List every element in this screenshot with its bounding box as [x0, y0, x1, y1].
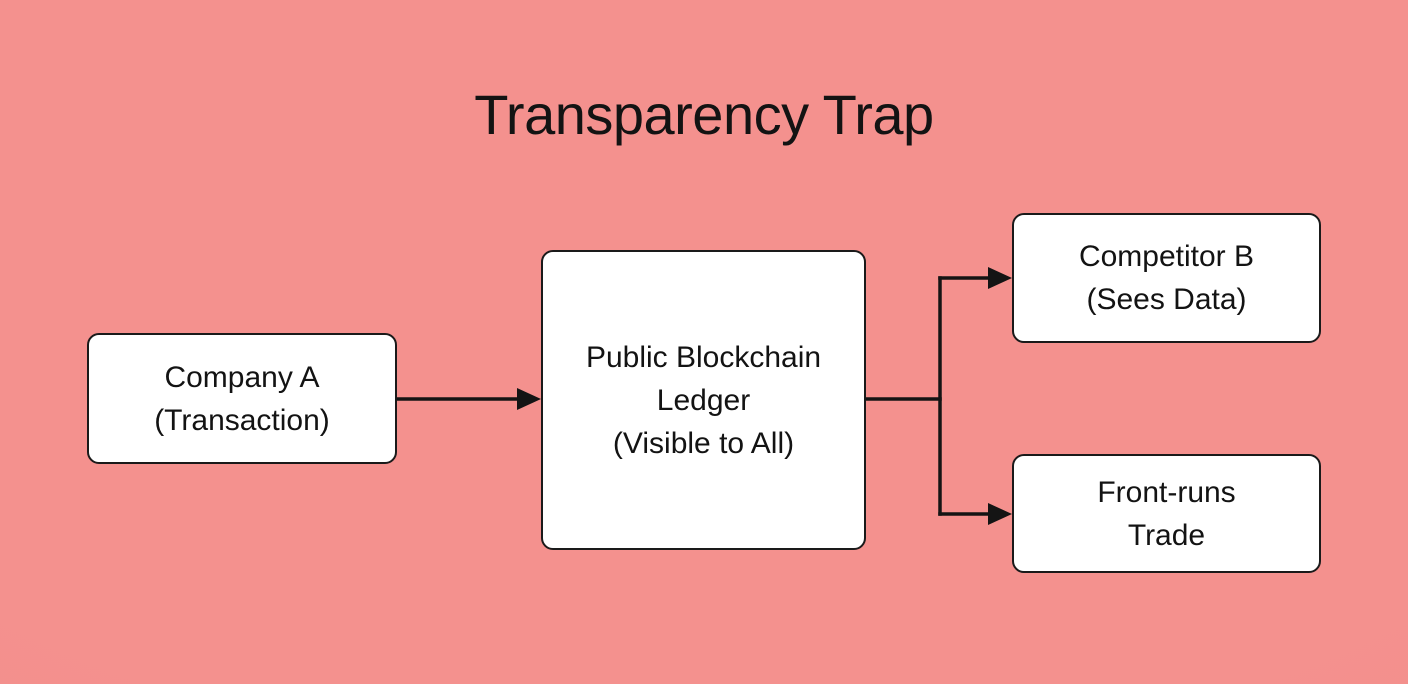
- node-competitor-b: Competitor B (Sees Data): [1012, 213, 1321, 343]
- node-front-runs-trade: Front-runs Trade: [1012, 454, 1321, 573]
- diagram-title: Transparency Trap: [474, 83, 934, 146]
- edge-ledger-to-front-runs: [938, 503, 1012, 525]
- node-public-blockchain-ledger-label: Public Blockchain Ledger (Visible to All…: [585, 340, 822, 460]
- node-public-blockchain-ledger: Public Blockchain Ledger (Visible to All…: [541, 250, 866, 550]
- node-front-runs-trade-label: Front-runs Trade: [1097, 475, 1236, 552]
- edge-ledger-branch-trunk: [866, 276, 942, 516]
- node-company-a: Company A (Transaction): [87, 333, 397, 464]
- edge-company-a-to-ledger: [397, 388, 541, 410]
- arrowhead-ledger: [517, 388, 541, 410]
- node-competitor-b-label: Competitor B (Sees Data): [1078, 240, 1255, 316]
- node-company-a-label: Company A (Transaction): [154, 360, 330, 437]
- arrowhead-competitor-b: [988, 267, 1012, 289]
- arrowhead-front-runs: [988, 503, 1012, 525]
- edge-ledger-to-competitor-b: [938, 267, 1012, 289]
